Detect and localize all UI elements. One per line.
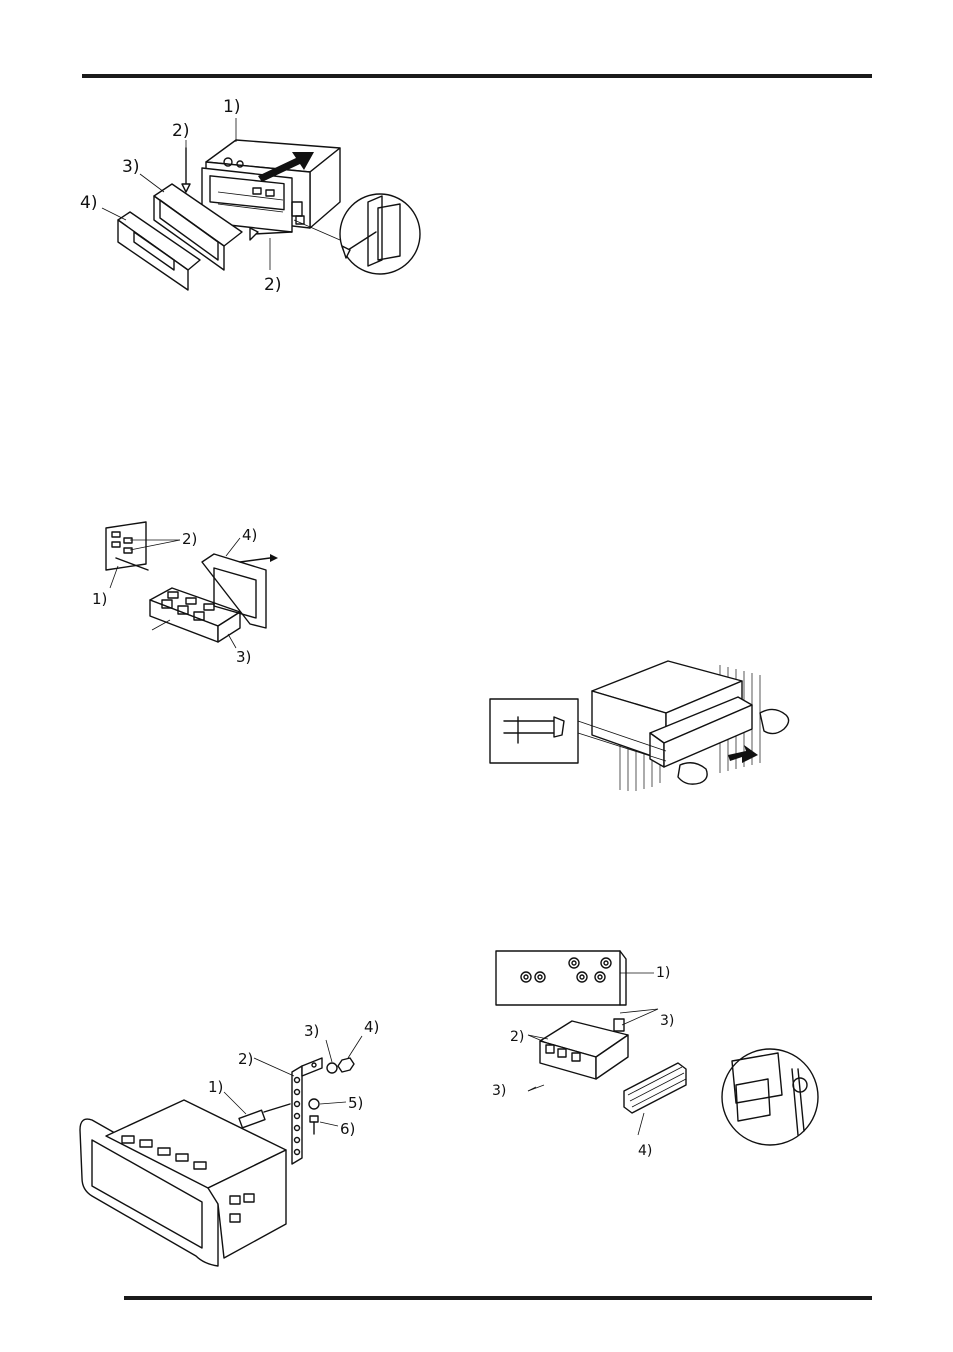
- label-3: 3): [304, 1022, 319, 1040]
- hand-left: [678, 763, 707, 784]
- nut: [338, 1058, 354, 1072]
- hand-right: [760, 709, 789, 733]
- figure-3-unit-extraction: [490, 655, 805, 795]
- label-6: 6): [340, 1120, 355, 1138]
- figure-2-sleeve-removal: 2) 4) 1) 3): [90, 518, 300, 668]
- leader-5: [320, 1102, 346, 1104]
- label-4: 4): [80, 193, 97, 213]
- label-2: 2): [238, 1050, 253, 1068]
- label-1: 1): [223, 97, 240, 117]
- bottom-rule: [124, 1296, 872, 1300]
- leader-4: [348, 1036, 362, 1058]
- label-2-top: 2): [172, 121, 189, 141]
- label-2-bottom: 2): [264, 275, 281, 295]
- figure-4-rear-mounting: 1) 3) 2) 3) 4): [488, 945, 823, 1165]
- faceplate: [624, 1063, 686, 1135]
- leader-1: [224, 1092, 246, 1114]
- leader-3: [140, 174, 164, 192]
- screw-upper: [182, 148, 190, 192]
- inset-detail: [106, 522, 148, 570]
- leader-4: [226, 538, 240, 556]
- leader-6: [320, 1122, 338, 1126]
- bolt: [239, 1104, 290, 1128]
- metal-strap: [292, 1058, 322, 1164]
- spring-washer: [309, 1099, 319, 1109]
- label-2: 2): [510, 1029, 524, 1045]
- label-1: 1): [92, 590, 107, 608]
- label-4: 4): [364, 1018, 379, 1036]
- label-3-bottom: 3): [492, 1083, 506, 1099]
- label-1: 1): [656, 965, 670, 981]
- leader-3: [326, 1040, 332, 1062]
- mounting-panel: [496, 951, 654, 1005]
- figure-5-strap-mounting: 3) 4) 2) 1) 5) 6): [78, 1018, 388, 1274]
- label-4: 4): [638, 1143, 652, 1159]
- label-3: 3): [122, 157, 139, 177]
- label-5: 5): [348, 1094, 363, 1112]
- top-rule: [82, 74, 872, 78]
- detail-circle: [722, 1049, 818, 1145]
- washer: [327, 1063, 337, 1073]
- leader-4: [102, 208, 126, 220]
- radio-unit: [528, 1009, 658, 1091]
- label-3: 3): [236, 648, 251, 666]
- leader-sleeve: [152, 620, 170, 630]
- leader-3: [228, 634, 236, 648]
- leader-2: [254, 1058, 294, 1076]
- label-2: 2): [182, 530, 197, 548]
- mounting-screw: [310, 1116, 318, 1134]
- label-1: 1): [208, 1078, 223, 1096]
- mounting-sleeve: [150, 588, 240, 642]
- label-3-top: 3): [660, 1013, 674, 1029]
- label-4: 4): [242, 526, 257, 544]
- pull-arrow: [728, 745, 758, 763]
- figure-1-exploded-front-panel: 1) 2) 3) 4) 2): [78, 92, 428, 302]
